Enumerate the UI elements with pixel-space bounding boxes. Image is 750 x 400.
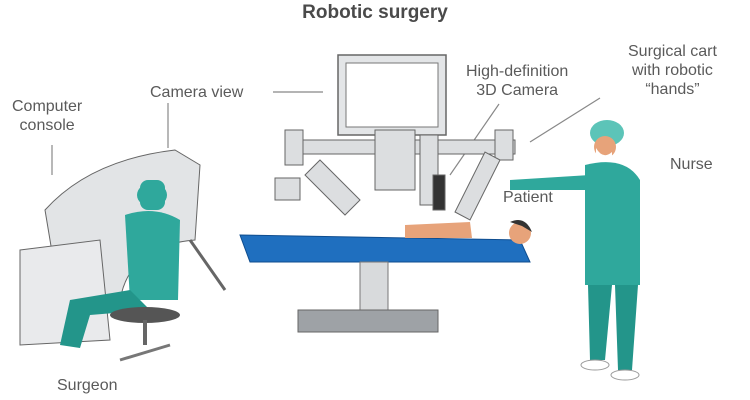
label-line: Computer (12, 98, 83, 115)
surgical-cart (274, 129, 516, 221)
label-nurse: Nurse (670, 156, 713, 173)
label-surgical-cart: Surgical cart with robotic “hands” (628, 42, 717, 99)
label-line: High-definition (466, 63, 569, 80)
label-hd-camera: High-definition 3D Camera (466, 62, 568, 100)
label-camera-view: Camera view (150, 84, 244, 101)
nurse-figure (510, 120, 640, 381)
label-line: with robotic (632, 62, 713, 79)
label-surgeon: Surgeon (57, 377, 118, 394)
operating-table (239, 234, 531, 333)
diagram-title: Robotic surgery (302, 2, 448, 23)
patient-figure (405, 219, 532, 244)
label-line: “hands” (645, 81, 700, 98)
label-line: console (19, 117, 75, 134)
label-computer-console: Computer console (12, 97, 82, 135)
camera-view-monitor (337, 54, 447, 155)
label-line: 3D Camera (476, 82, 559, 99)
surgeon-figure (60, 183, 180, 362)
label-line: Surgical cart (628, 43, 717, 60)
label-patient: Patient (503, 189, 553, 206)
